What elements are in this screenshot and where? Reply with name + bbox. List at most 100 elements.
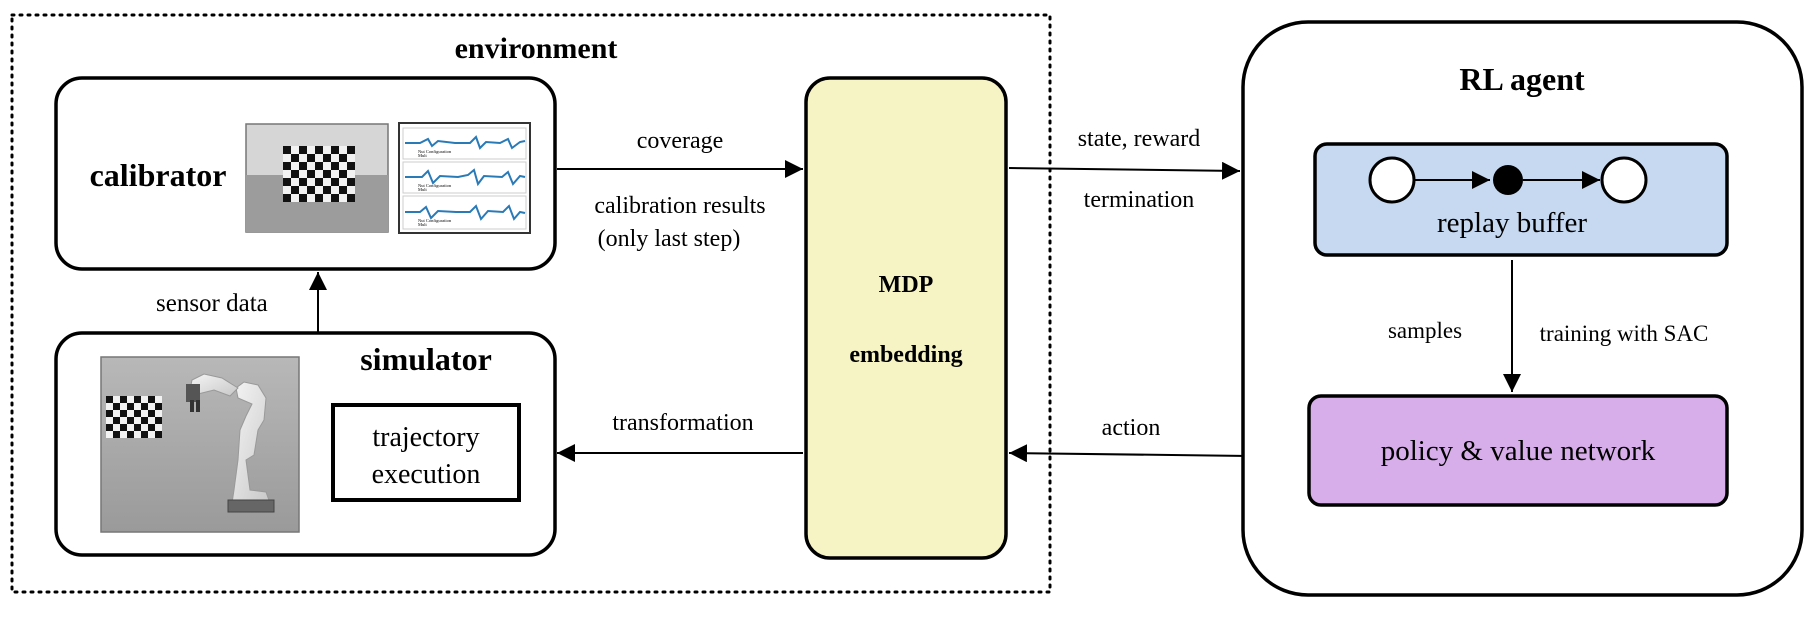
robot-simulation-image bbox=[100, 356, 300, 533]
sim-checker-square bbox=[120, 403, 127, 410]
checker-square bbox=[315, 170, 323, 178]
checker-square bbox=[323, 178, 331, 186]
mdp-label-line2: embedding bbox=[849, 342, 962, 368]
checker-square bbox=[323, 162, 331, 170]
sim-checker-square bbox=[113, 410, 120, 417]
action-label: action bbox=[1102, 415, 1161, 441]
plot-legend-4: Mult bbox=[418, 187, 428, 192]
sim-checker-square bbox=[127, 410, 134, 417]
training-label: training with SAC bbox=[1540, 321, 1709, 346]
trajectory-execution-box bbox=[331, 403, 521, 502]
checker-square bbox=[347, 162, 355, 170]
checker-square bbox=[339, 186, 347, 194]
checkerboard-image bbox=[245, 123, 389, 233]
sim-checker-square bbox=[155, 424, 162, 431]
buffer-node-empty-right bbox=[1600, 156, 1648, 204]
checker-square bbox=[331, 178, 339, 186]
sim-checker-square bbox=[148, 417, 155, 424]
calibrator-title: calibrator bbox=[90, 157, 227, 193]
samples-label: samples bbox=[1388, 318, 1462, 343]
sim-checker-square bbox=[106, 431, 113, 438]
sim-checker-square bbox=[134, 410, 141, 417]
checker-square bbox=[331, 146, 339, 154]
checker-square bbox=[299, 170, 307, 178]
checker-square bbox=[307, 154, 315, 162]
sim-checker-square bbox=[106, 403, 113, 410]
checker-square bbox=[299, 194, 307, 202]
sim-checker-square bbox=[106, 424, 113, 431]
checker-square bbox=[339, 162, 347, 170]
sim-checker-square bbox=[155, 417, 162, 424]
replay-buffer-label: replay buffer bbox=[1437, 207, 1587, 239]
sim-checker-square bbox=[141, 417, 148, 424]
plot-line-1 bbox=[405, 135, 526, 150]
plot-line-3 bbox=[405, 204, 526, 221]
checker-square bbox=[347, 170, 355, 178]
buffer-node-filled bbox=[1493, 165, 1523, 195]
sim-checker-square bbox=[134, 424, 141, 431]
only-last-step-label: (only last step) bbox=[598, 226, 741, 252]
checker-square bbox=[299, 178, 307, 186]
checker-square bbox=[291, 178, 299, 186]
sim-checker-square bbox=[113, 431, 120, 438]
checker-square bbox=[299, 154, 307, 162]
checker-square bbox=[283, 170, 291, 178]
state-reward-label: state, reward bbox=[1078, 126, 1201, 152]
sim-checker-square bbox=[134, 403, 141, 410]
checker-square bbox=[315, 186, 323, 194]
calibration-plot-image: Nut Configuration Mult Nut Configuration… bbox=[398, 122, 531, 234]
checker-square bbox=[315, 146, 323, 154]
checker-square bbox=[339, 178, 347, 186]
sim-checker-square bbox=[141, 431, 148, 438]
checker-square bbox=[323, 154, 331, 162]
sim-checker-square bbox=[127, 396, 134, 403]
sim-checker-square bbox=[120, 410, 127, 417]
sim-checker-square bbox=[134, 396, 141, 403]
checker-square bbox=[307, 186, 315, 194]
calibration-results-label: calibration results bbox=[594, 193, 765, 219]
checker-square bbox=[299, 146, 307, 154]
checker-square bbox=[347, 154, 355, 162]
coverage-label: coverage bbox=[637, 128, 724, 154]
termination-label: termination bbox=[1084, 187, 1195, 213]
checker-square bbox=[307, 178, 315, 186]
calibrator-box: calibrator Nut Configuration Mult Nut Co… bbox=[54, 76, 557, 271]
robot-arm bbox=[231, 381, 271, 504]
plot-legend-5: Nut Configuration bbox=[418, 218, 452, 223]
sim-checker-square bbox=[148, 424, 155, 431]
environment-boundary bbox=[10, 13, 1052, 594]
checker-square bbox=[315, 178, 323, 186]
checker-square bbox=[331, 162, 339, 170]
rl-agent-title: RL agent bbox=[1459, 61, 1585, 97]
sim-checker-square bbox=[127, 417, 134, 424]
sim-checker-square bbox=[106, 410, 113, 417]
buffer-node-empty-left bbox=[1368, 156, 1416, 204]
checker-square bbox=[307, 162, 315, 170]
trajectory-label-line2: execution bbox=[372, 459, 481, 490]
checker-square bbox=[307, 170, 315, 178]
policy-network-box bbox=[1307, 394, 1729, 507]
checker-square bbox=[315, 194, 323, 202]
sensor-data-label: sensor data bbox=[156, 290, 268, 317]
checker-square bbox=[331, 194, 339, 202]
sim-checker-square bbox=[113, 424, 120, 431]
checker-square bbox=[323, 146, 331, 154]
checker-square bbox=[323, 170, 331, 178]
checker-square bbox=[339, 170, 347, 178]
sim-checker-square bbox=[106, 396, 113, 403]
trajectory-label-line1: trajectory bbox=[372, 422, 479, 453]
simulator-title: simulator bbox=[360, 341, 492, 377]
mdp-label-line1: MDP bbox=[879, 272, 934, 298]
transformation-label: transformation bbox=[612, 410, 753, 436]
checker-square bbox=[347, 178, 355, 186]
sim-checker-square bbox=[113, 417, 120, 424]
checker-square bbox=[299, 162, 307, 170]
sim-checker-square bbox=[134, 431, 141, 438]
checker-square bbox=[291, 170, 299, 178]
policy-network-label: policy & value network bbox=[1381, 435, 1656, 467]
checker-square bbox=[291, 186, 299, 194]
checker-square bbox=[299, 186, 307, 194]
sim-checker-square bbox=[120, 396, 127, 403]
rl-agent-box: RL agent replay buffer samples training … bbox=[1241, 20, 1804, 597]
